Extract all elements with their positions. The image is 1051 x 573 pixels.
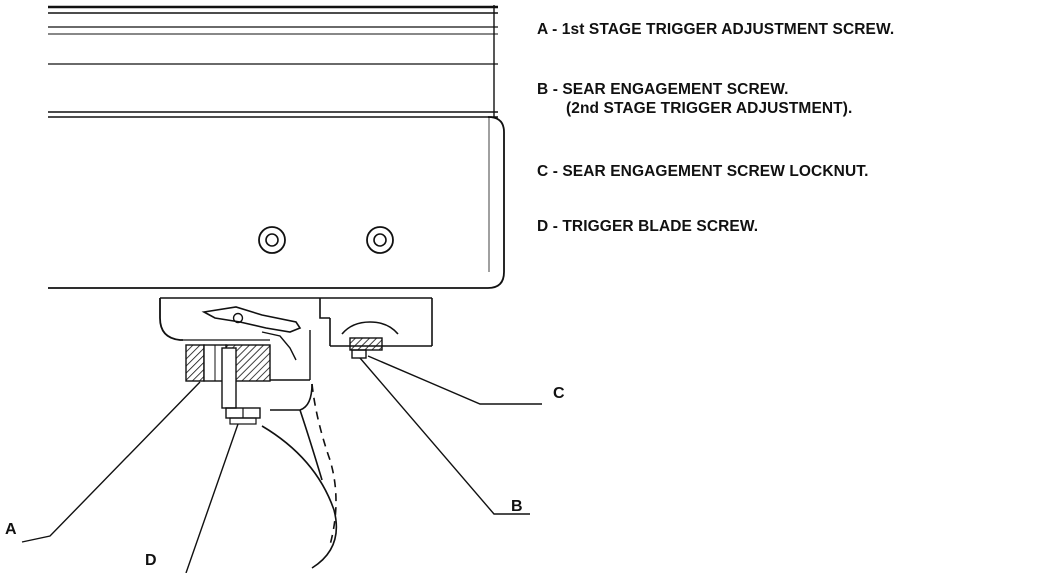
trigger-pin-front [258,226,286,254]
legend-item-c: C - SEAR ENGAGEMENT SCREW LOCKNUT. [537,163,869,180]
legend-item-d: D - TRIGGER BLADE SCREW. [537,218,759,235]
receiver-body [48,5,505,289]
trigger-blade-screw [221,347,261,425]
callout-d: D [145,552,157,569]
trigger-pin-rear [366,226,394,254]
legend-item-b: B - SEAR ENGAGEMENT SCREW. [537,81,789,98]
leader-line-b [359,357,530,515]
callout-c: C [553,385,565,402]
receiver-lower-block [48,116,505,289]
callout-b: B [511,498,523,515]
sear-screw-locknut [341,321,399,359]
leader-line-c [367,355,542,405]
leader-line-a [21,381,201,543]
leader-lines [21,355,542,573]
sear-lever [201,306,302,361]
legend-item-b-note: (2nd STAGE TRIGGER ADJUSTMENT). [566,100,853,117]
legend-item-a: A - 1st STAGE TRIGGER ADJUSTMENT SCREW. [537,21,895,38]
trigger-blade [261,383,338,569]
callout-a: A [5,521,17,538]
leader-line-d [185,423,239,573]
